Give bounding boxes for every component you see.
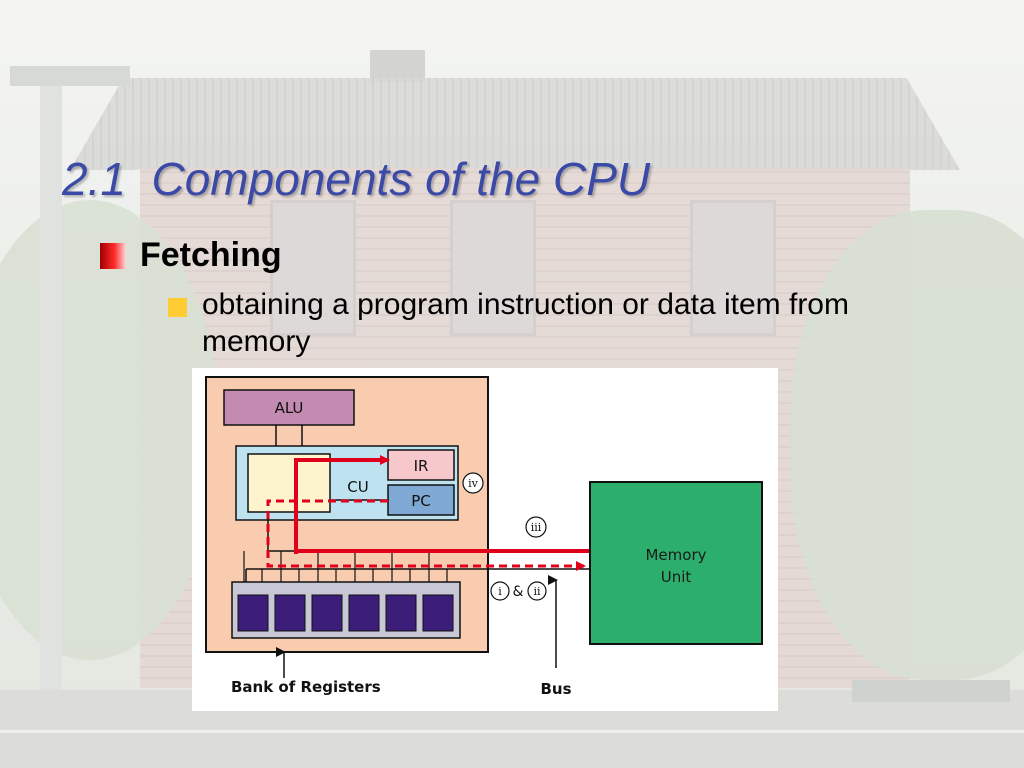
- background-window: [690, 200, 776, 336]
- background-window: [270, 200, 356, 336]
- red-square-bullet-icon: [100, 242, 126, 269]
- cpu-fetch-diagram: ALU CU IR PC Bus Bank of Registers Memor: [192, 368, 778, 711]
- cu-label: CU: [347, 478, 368, 496]
- register-cell: [237, 594, 269, 632]
- background-bench: [852, 680, 1010, 702]
- background-window: [450, 200, 536, 336]
- ir-register: [387, 449, 455, 481]
- step-marker-i: [490, 581, 510, 601]
- alu-box: [223, 389, 355, 426]
- background-court-line: [0, 730, 1024, 733]
- slide-title: 2.1 Components of the CPU: [62, 153, 651, 205]
- step-marker-iii: [525, 516, 547, 538]
- register-cell: [311, 594, 343, 632]
- cu-box: [247, 453, 331, 513]
- memory-label-line1: Memory: [645, 546, 706, 564]
- background-roof: [70, 78, 960, 170]
- register-cell: [274, 594, 306, 632]
- cpu-fetch-diagram-svg: ALU CU IR PC Bus Bank of Registers Memor: [205, 376, 763, 698]
- register-cell: [385, 594, 417, 632]
- step-marker-ampersand: &: [513, 584, 524, 600]
- ir-label: IR: [414, 457, 429, 475]
- step-marker-iv-label: iv: [468, 477, 479, 490]
- registers-group: [237, 594, 454, 632]
- step-marker-iv: [462, 472, 484, 494]
- background-lamp: [10, 66, 130, 86]
- memory-label-line2: Unit: [661, 568, 692, 586]
- yellow-square-bullet-icon: [168, 298, 187, 317]
- registers-label: Bank of Registers: [231, 678, 381, 696]
- background-chimney: [370, 50, 425, 82]
- alu-cu-connector: [275, 425, 303, 448]
- address-request-arrow: [266, 499, 586, 571]
- background-tree-right: [790, 210, 1024, 680]
- step-marker-iii-label: iii: [531, 521, 542, 534]
- step-marker-ii: [527, 581, 547, 601]
- bus-label: Bus: [540, 680, 571, 698]
- background-tree-left: [0, 200, 220, 660]
- step-marker-ii-label: ii: [533, 585, 541, 598]
- memory-unit-box: [589, 481, 763, 645]
- instruction-fetch-arrow: [294, 455, 390, 554]
- alu-label: ALU: [275, 399, 304, 417]
- bullet-fetching-text: Fetching: [140, 236, 282, 274]
- pc-register: [387, 484, 455, 516]
- register-cell: [422, 594, 454, 632]
- sub-bullet-text: obtaining a program instruction or data …: [202, 288, 849, 358]
- pc-label: PC: [411, 492, 431, 510]
- bullet-fetching: Fetching: [100, 236, 282, 275]
- register-bank: [231, 581, 461, 639]
- background-light-pole: [40, 80, 62, 720]
- register-cell: [348, 594, 380, 632]
- step-marker-i-label: i: [498, 585, 502, 598]
